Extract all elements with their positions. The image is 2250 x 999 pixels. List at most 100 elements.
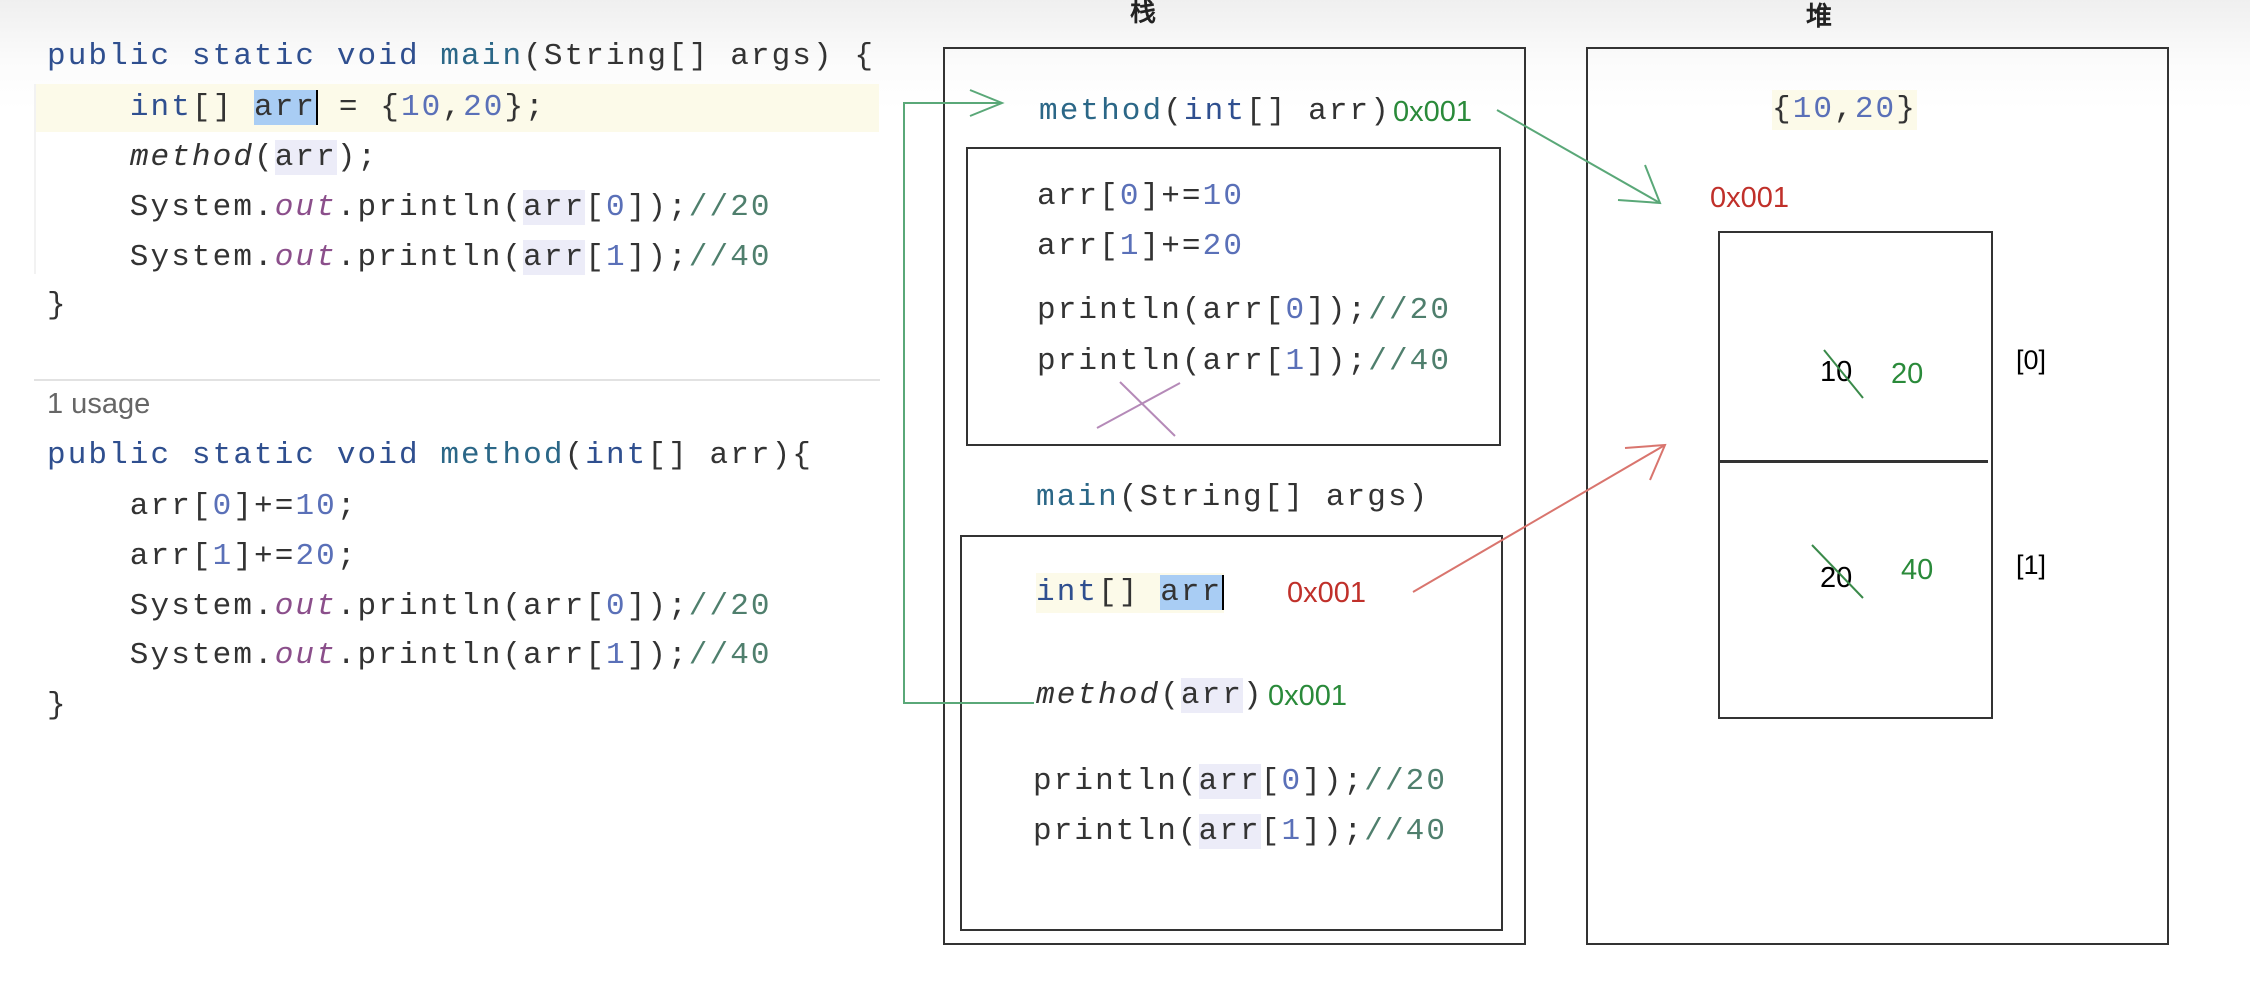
code-token: ]); xyxy=(1302,764,1365,799)
stack-title: 栈 xyxy=(1130,0,1157,28)
code-token: //20 xyxy=(688,589,772,624)
code-token: .println( xyxy=(336,240,524,275)
code-token: System. xyxy=(47,638,275,673)
code-token: 20 xyxy=(463,90,505,125)
cell-0-index: [0] xyxy=(2016,345,2047,375)
code-token: .println( xyxy=(336,190,524,225)
main-frame-header: main(String[] args) xyxy=(1036,478,1429,518)
code-token: } xyxy=(47,688,68,723)
code-token: (String[] args) { xyxy=(523,39,876,74)
code-token: ]+= xyxy=(233,539,296,574)
code-token: //20 xyxy=(1364,764,1448,799)
code-token: 0 xyxy=(1281,764,1303,799)
selected-token: arr xyxy=(1160,575,1225,610)
code-token: ( xyxy=(1163,94,1184,129)
code-line: arr[1]+=20; xyxy=(47,537,358,577)
method-frame-header: method(int[] arr) xyxy=(1039,92,1391,132)
code-token: ]); xyxy=(626,638,689,673)
code-token: 0 xyxy=(212,489,234,524)
code-token: [] xyxy=(191,90,255,125)
code-token: 1 xyxy=(1119,229,1141,264)
code-token: .println(arr[ xyxy=(336,589,606,624)
code-token: ]+= xyxy=(233,489,296,524)
code-token: 20 xyxy=(1202,229,1245,264)
code-token: 20 xyxy=(295,539,337,574)
code-token: 1 xyxy=(1285,344,1307,379)
method-frame-box xyxy=(966,147,1501,446)
code-token: System. xyxy=(47,589,275,624)
code-token: ) xyxy=(1243,678,1264,713)
code-token: arr xyxy=(523,190,586,225)
code-token: ; xyxy=(336,489,358,524)
code-token: 10 xyxy=(295,489,337,524)
code-token: [ xyxy=(585,190,606,225)
code-token: //20 xyxy=(1368,293,1452,328)
code-token: { xyxy=(1772,92,1793,127)
code-token: 0 xyxy=(605,190,627,225)
main-arr-declaration: int[] arr xyxy=(1036,573,1225,613)
cell-1-new-value: 40 xyxy=(1901,554,1934,586)
code-token: System. xyxy=(47,190,275,225)
code-token: arr[ xyxy=(1037,179,1120,214)
code-token: ]); xyxy=(626,240,689,275)
main-frame-line: println(arr[1]);//40 xyxy=(1033,812,1447,852)
code-line: arr[0]+=10; xyxy=(47,487,358,527)
code-token: out xyxy=(274,190,337,225)
code-token: [] arr){ xyxy=(647,438,814,473)
code-token: 1 xyxy=(605,240,627,275)
strike-cell-1 xyxy=(1811,544,1864,599)
code-line: public static void main(String[] args) { xyxy=(47,37,875,77)
array-divider xyxy=(1718,460,1988,463)
code-token: arr xyxy=(274,140,337,175)
code-token: int xyxy=(129,90,192,125)
code-line: } xyxy=(47,286,68,326)
current-line-highlight xyxy=(34,84,879,132)
main-arr-address: 0x001 xyxy=(1287,577,1367,609)
code-token: //40 xyxy=(1364,814,1448,849)
code-token: 10 xyxy=(1202,179,1245,214)
code-token: //20 xyxy=(688,190,772,225)
code-token: ( xyxy=(564,438,586,473)
code-token: }; xyxy=(504,90,546,125)
method-separator xyxy=(34,379,880,381)
stack-box xyxy=(943,47,1526,945)
code-token: int xyxy=(1036,575,1099,610)
gutter-line xyxy=(34,84,36,274)
code-token: .println(arr[ xyxy=(336,638,606,673)
code-token: //40 xyxy=(1368,344,1452,379)
method-frame-address: 0x001 xyxy=(1393,96,1473,128)
method-frame-line: arr[1]+=20 xyxy=(1037,227,1244,267)
code-token: out xyxy=(274,638,337,673)
heap-title: 堆 xyxy=(1806,2,1833,32)
code-token: public static void xyxy=(47,39,441,74)
code-token: arr[ xyxy=(47,489,213,524)
code-token: arr[ xyxy=(1037,229,1120,264)
code-token: //40 xyxy=(688,638,772,673)
heap-address: 0x001 xyxy=(1710,182,1790,214)
code-token: 1 xyxy=(605,638,627,673)
usage-hint[interactable]: 1 usage xyxy=(47,388,151,420)
main-frame-line: println(arr[0]);//20 xyxy=(1033,762,1447,802)
code-token: println(arr[ xyxy=(1037,293,1286,328)
code-token: ]); xyxy=(626,190,689,225)
code-line: int[] arr = {10,20}; xyxy=(47,88,546,128)
code-line: } xyxy=(47,686,68,726)
code-line: System.out.println(arr[0]);//20 xyxy=(47,188,772,228)
heap-array-literal: {10,20} xyxy=(1772,90,1917,130)
code-token: ]); xyxy=(626,589,689,624)
code-token: ]+= xyxy=(1140,179,1203,214)
code-token: int xyxy=(1183,94,1247,129)
param-to-heap-arrow xyxy=(1496,109,1662,205)
code-token: = { xyxy=(318,90,401,125)
code-token: ( xyxy=(1160,678,1181,713)
code-line: System.out.println(arr[1]);//40 xyxy=(47,238,772,278)
code-token: public static void xyxy=(47,438,441,473)
code-token: 0 xyxy=(1285,293,1307,328)
code-token: [ xyxy=(1260,814,1282,849)
code-line: public static void method(int[] arr){ xyxy=(47,436,813,476)
code-token: method xyxy=(1039,94,1164,129)
code-token: out xyxy=(274,240,337,275)
main-method-call: method(arr) xyxy=(1036,676,1264,716)
method-call-address: 0x001 xyxy=(1268,680,1348,712)
